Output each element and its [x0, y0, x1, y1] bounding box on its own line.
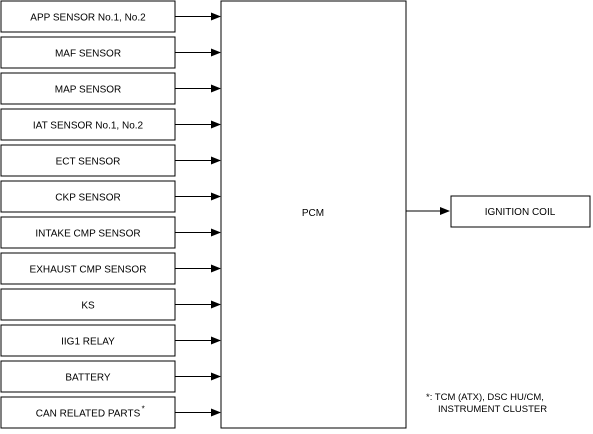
input-label: KS — [81, 301, 95, 312]
input-label: CKP SENSOR — [55, 193, 120, 204]
input-box — [0, 36, 176, 69]
input-label: MAF SENSOR — [55, 49, 121, 60]
footnote-mark: * — [142, 405, 145, 414]
input-label: EXHAUST CMP SENSOR — [30, 265, 147, 276]
input-box — [0, 360, 176, 393]
pcm-label: PCM — [302, 208, 324, 219]
input-label: IAT SENSOR No.1, No.2 — [33, 121, 144, 132]
input-label: BATTERY — [65, 373, 111, 384]
input-box — [0, 324, 176, 357]
input-label: MAP SENSOR — [55, 85, 122, 96]
input-label: ECT SENSOR — [56, 157, 121, 168]
input-label: INTAKE CMP SENSOR — [35, 229, 140, 240]
input-box — [0, 396, 176, 429]
input-box — [0, 144, 176, 177]
input-box — [0, 216, 176, 249]
input-label: CAN RELATED PARTS — [36, 409, 141, 420]
input-box — [0, 72, 176, 105]
ignition-coil-label: IGNITION COIL — [485, 207, 556, 218]
input-box — [0, 288, 176, 321]
input-box — [0, 0, 176, 33]
footnote-line-2: INSTRUMENT CLUSTER — [438, 404, 547, 415]
input-label: APP SENSOR No.1, No.2 — [30, 13, 146, 24]
footnote-line-1: *: TCM (ATX), DSC HU/CM, — [426, 392, 544, 403]
input-label: IIG1 RELAY — [61, 337, 115, 348]
input-box — [0, 108, 176, 141]
pcm-box — [220, 0, 407, 429]
ignition-coil-box — [450, 195, 591, 228]
